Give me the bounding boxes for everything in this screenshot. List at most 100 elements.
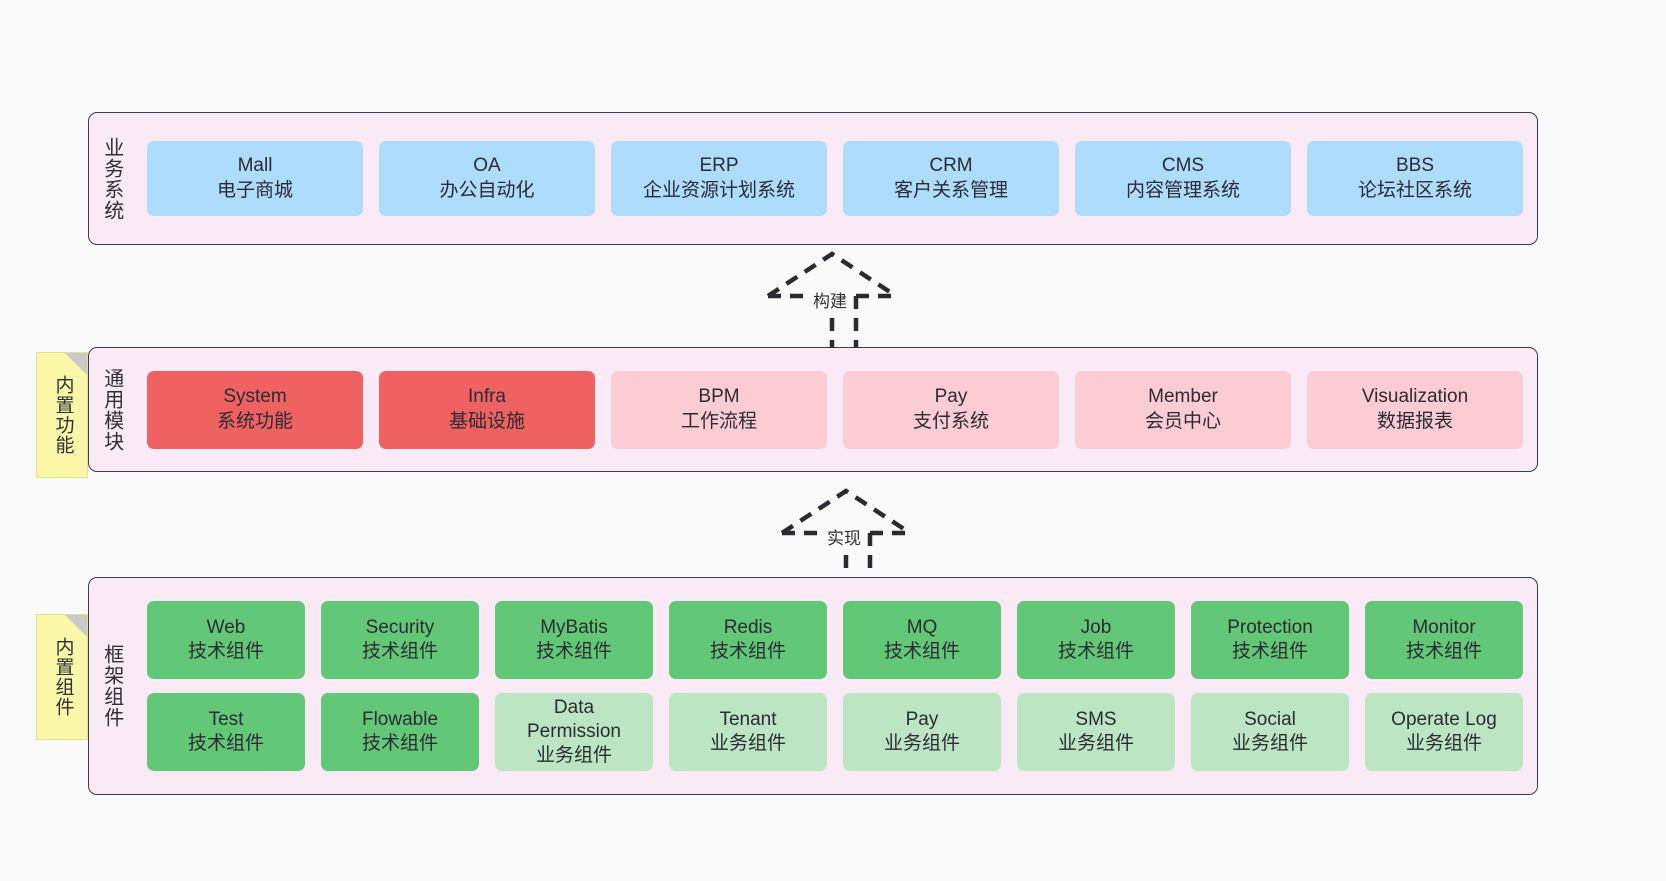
- node-tenant-title: Tenant: [719, 708, 777, 730]
- layer-business-systems: 业务系统 Mall 电子商城 OA 办公自动化 ERP 企业资源计划系统 CRM…: [88, 112, 1538, 245]
- node-erp-subtitle: 企业资源计划系统: [642, 179, 795, 201]
- node-operate-log-subtitle: 业务组件: [1405, 733, 1482, 754]
- node-crm[interactable]: CRM 客户关系管理: [843, 141, 1059, 216]
- node-system-subtitle: 系统功能: [216, 410, 293, 432]
- sticky-note-builtin-function: 内置功能: [36, 352, 88, 478]
- node-security[interactable]: Security 技术组件: [321, 601, 479, 679]
- layer-body-framework-components: Web 技术组件 Security 技术组件 MyBatis 技术组件 Redi…: [133, 578, 1537, 794]
- node-oa[interactable]: OA 办公自动化: [379, 141, 595, 216]
- node-erp[interactable]: ERP 企业资源计划系统: [611, 141, 827, 216]
- node-mybatis[interactable]: MyBatis 技术组件: [495, 601, 653, 679]
- node-monitor-title: Monitor: [1412, 616, 1476, 638]
- node-tenant-subtitle: 业务组件: [709, 733, 786, 754]
- node-member-title: Member: [1148, 386, 1218, 408]
- node-social[interactable]: Social 业务组件: [1191, 693, 1349, 771]
- node-infra[interactable]: Infra 基础设施: [379, 370, 595, 449]
- layer-body-common-modules: System 系统功能 Infra 基础设施 BPM 工作流程 Pay 支付系统…: [133, 348, 1537, 471]
- connector-implement-label: 实现: [824, 524, 864, 549]
- node-visualization-subtitle: 数据报表: [1376, 410, 1453, 432]
- node-test[interactable]: Test 技术组件: [147, 693, 305, 771]
- layer-common-modules: 通用模块 System 系统功能 Infra 基础设施 BPM 工作流程 Pay…: [88, 347, 1538, 472]
- node-test-subtitle: 技术组件: [187, 733, 264, 754]
- node-data-permission[interactable]: Data Permission 业务组件: [495, 693, 653, 771]
- node-flowable-subtitle: 技术组件: [361, 733, 438, 754]
- node-bbs[interactable]: BBS 论坛社区系统: [1307, 141, 1523, 216]
- node-redis[interactable]: Redis 技术组件: [669, 601, 827, 679]
- node-web-title: Web: [206, 616, 246, 638]
- node-pay-component[interactable]: Pay 业务组件: [843, 693, 1001, 771]
- node-pay-component-subtitle: 业务组件: [883, 733, 960, 754]
- node-data-permission-title: Data Permission: [527, 696, 621, 742]
- layer-label-common-modules: 通用模块: [100, 367, 123, 452]
- layer-label-business-systems: 业务系统: [100, 136, 123, 221]
- node-job-subtitle: 技术组件: [1057, 641, 1134, 662]
- node-mall[interactable]: Mall 电子商城: [147, 141, 363, 216]
- node-sms[interactable]: SMS 业务组件: [1017, 693, 1175, 771]
- node-security-subtitle: 技术组件: [361, 641, 438, 662]
- node-redis-title: Redis: [723, 616, 773, 638]
- node-mybatis-title: MyBatis: [540, 616, 608, 638]
- node-infra-title: Infra: [467, 386, 507, 408]
- note-fold-corner: [65, 353, 87, 375]
- node-system[interactable]: System 系统功能: [147, 370, 363, 449]
- node-pay-module[interactable]: Pay 支付系统: [843, 370, 1059, 449]
- layer-label-framework-components: 框架组件: [100, 644, 123, 728]
- node-sms-title: SMS: [1075, 708, 1117, 730]
- node-protection-subtitle: 技术组件: [1231, 641, 1308, 662]
- node-flowable-title: Flowable: [361, 708, 439, 730]
- framework-row-business: Test 技术组件 Flowable 技术组件 Data Permission …: [147, 693, 1523, 771]
- note-fold-corner: [65, 615, 87, 637]
- node-bpm-title: BPM: [698, 386, 740, 408]
- node-visualization[interactable]: Visualization 数据报表: [1307, 370, 1523, 449]
- node-data-permission-subtitle: 业务组件: [535, 745, 612, 767]
- node-monitor-subtitle: 技术组件: [1405, 641, 1482, 662]
- node-bbs-subtitle: 论坛社区系统: [1357, 179, 1472, 201]
- node-flowable[interactable]: Flowable 技术组件: [321, 693, 479, 771]
- node-social-title: Social: [1244, 708, 1296, 730]
- node-protection[interactable]: Protection 技术组件: [1191, 601, 1349, 679]
- node-mybatis-subtitle: 技术组件: [535, 641, 612, 662]
- node-mq-title: MQ: [906, 616, 938, 638]
- node-cms[interactable]: CMS 内容管理系统: [1075, 141, 1291, 216]
- node-member-subtitle: 会员中心: [1144, 410, 1221, 432]
- node-operate-log[interactable]: Operate Log 业务组件: [1365, 693, 1523, 771]
- node-job-title: Job: [1080, 616, 1112, 638]
- node-bbs-title: BBS: [1395, 155, 1435, 177]
- sticky-note-builtin-component-label: 内置组件: [52, 637, 74, 717]
- node-oa-title: OA: [473, 155, 501, 177]
- node-job[interactable]: Job 技术组件: [1017, 601, 1175, 679]
- node-system-title: System: [223, 386, 287, 408]
- node-web[interactable]: Web 技术组件: [147, 601, 305, 679]
- node-mall-title: Mall: [237, 155, 273, 177]
- node-protection-title: Protection: [1227, 616, 1313, 638]
- node-crm-subtitle: 客户关系管理: [893, 179, 1008, 201]
- node-sms-subtitle: 业务组件: [1057, 733, 1134, 754]
- node-redis-subtitle: 技术组件: [709, 641, 786, 662]
- framework-row-technical: Web 技术组件 Security 技术组件 MyBatis 技术组件 Redi…: [147, 601, 1523, 679]
- node-operate-log-title: Operate Log: [1391, 708, 1497, 730]
- node-web-subtitle: 技术组件: [187, 641, 264, 662]
- node-mall-subtitle: 电子商城: [216, 179, 293, 201]
- node-pay-component-title: Pay: [905, 708, 939, 730]
- node-bpm-subtitle: 工作流程: [680, 410, 757, 432]
- node-test-title: Test: [208, 708, 244, 730]
- node-tenant[interactable]: Tenant 业务组件: [669, 693, 827, 771]
- node-infra-subtitle: 基础设施: [448, 410, 525, 432]
- node-monitor[interactable]: Monitor 技术组件: [1365, 601, 1523, 679]
- node-mq[interactable]: MQ 技术组件: [843, 601, 1001, 679]
- layer-body-business-systems: Mall 电子商城 OA 办公自动化 ERP 企业资源计划系统 CRM 客户关系…: [133, 113, 1537, 244]
- sticky-note-builtin-component: 内置组件: [36, 614, 88, 740]
- node-member[interactable]: Member 会员中心: [1075, 370, 1291, 449]
- node-crm-title: CRM: [929, 155, 973, 177]
- node-cms-title: CMS: [1161, 155, 1205, 177]
- connector-implement: 实现: [766, 485, 926, 592]
- connector-build-label: 构建: [810, 287, 850, 312]
- node-cms-subtitle: 内容管理系统: [1125, 179, 1240, 201]
- node-oa-subtitle: 办公自动化: [439, 179, 535, 201]
- node-bpm[interactable]: BPM 工作流程: [611, 370, 827, 449]
- node-social-subtitle: 业务组件: [1231, 733, 1308, 754]
- sticky-note-builtin-function-label: 内置功能: [52, 375, 74, 455]
- node-mq-subtitle: 技术组件: [883, 641, 960, 662]
- node-erp-title: ERP: [699, 155, 739, 177]
